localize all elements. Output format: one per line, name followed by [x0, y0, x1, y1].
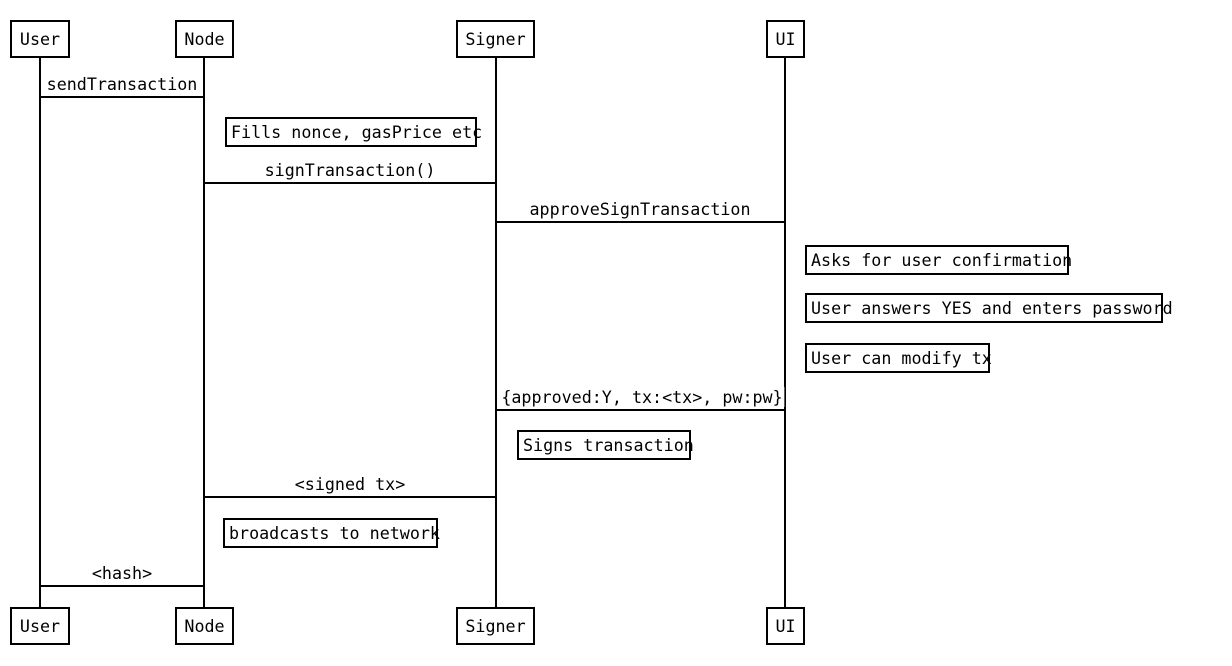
- actor-box-user-top: User: [10, 20, 70, 58]
- actor-label: Signer: [465, 29, 526, 49]
- actor-label: Node: [184, 29, 225, 49]
- note-broadcasts-to-network: broadcasts to network: [223, 518, 440, 548]
- actor-box-signer-top: Signer: [456, 20, 535, 58]
- note-user-can-modify-tx: User can modify tx: [805, 343, 992, 373]
- note-text: Asks for user confirmation: [811, 250, 1073, 270]
- message-line-approved-response: [495, 409, 786, 411]
- note-text: Signs transaction: [523, 435, 694, 455]
- actor-label: User: [19, 616, 61, 636]
- message-line-sign-transaction: [203, 182, 497, 184]
- message-line-hash: [39, 585, 205, 587]
- note-text: User answers YES and enters password: [811, 298, 1173, 318]
- note-user-answers-yes: User answers YES and enters password: [805, 293, 1173, 323]
- lifeline-signer: [495, 57, 497, 607]
- message-label-signed-tx: <signed tx>: [292, 474, 408, 494]
- message-label-sign-transaction: signTransaction(): [262, 160, 438, 180]
- actor-label: UI: [775, 616, 796, 636]
- actor-label: UI: [775, 29, 796, 49]
- actor-box-ui-bottom: UI: [766, 607, 805, 645]
- message-label-approve-sign-transaction: approveSignTransaction: [527, 199, 753, 219]
- actor-box-ui-top: UI: [766, 20, 805, 58]
- actor-box-signer-bottom: Signer: [456, 607, 535, 645]
- message-line-send-transaction: [39, 96, 205, 98]
- actor-box-node-bottom: Node: [175, 607, 234, 645]
- actor-label: Signer: [465, 616, 526, 636]
- note-text: Fills nonce, gasPrice etc: [231, 122, 483, 142]
- lifeline-node: [203, 57, 205, 607]
- message-label-hash: <hash>: [89, 563, 155, 583]
- lifeline-user: [39, 57, 41, 607]
- actor-box-user-bottom: User: [10, 607, 70, 645]
- note-text: broadcasts to network: [229, 523, 440, 543]
- actor-label: User: [19, 29, 61, 49]
- actor-label: Node: [184, 616, 225, 636]
- note-signs-transaction: Signs transaction: [517, 430, 694, 460]
- note-fills-nonce-gasprice: Fills nonce, gasPrice etc: [225, 117, 482, 147]
- actor-box-node-top: Node: [175, 20, 234, 58]
- note-text: User can modify tx: [811, 348, 992, 368]
- lifeline-ui: [784, 57, 786, 607]
- message-label-send-transaction: sendTransaction: [44, 74, 200, 94]
- note-asks-for-confirmation: Asks for user confirmation: [805, 245, 1073, 275]
- message-label-approved-response: {approved:Y, tx:<tx>, pw:pw}: [499, 387, 785, 407]
- message-line-approve-sign-transaction: [495, 221, 786, 223]
- message-line-signed-tx: [203, 496, 497, 498]
